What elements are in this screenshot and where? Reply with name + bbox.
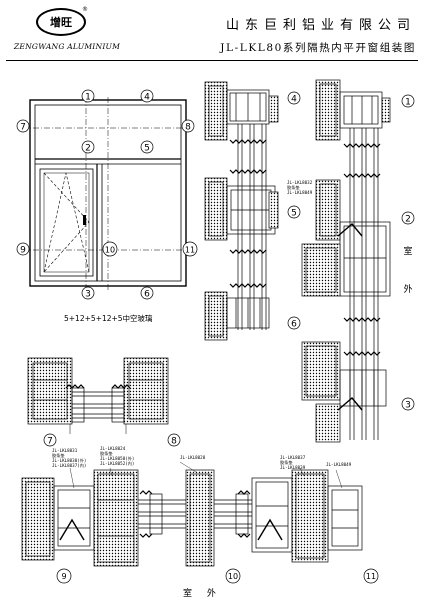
callout-8: 8 bbox=[181, 119, 195, 133]
window-elevation bbox=[22, 97, 194, 290]
part-label: 胶条垫 bbox=[100, 451, 113, 456]
svg-text:11: 11 bbox=[366, 572, 376, 581]
profile-middle bbox=[204, 177, 228, 241]
opening-direction bbox=[43, 172, 90, 273]
part-label-group-mullion: JL-LKL8024 胶条垫 JL-LKL8050(外) JL-LKL8052(… bbox=[100, 446, 134, 466]
callout-2: 2 bbox=[81, 140, 95, 154]
part-label: 胶条垫 bbox=[52, 453, 65, 458]
callout-9: 9 bbox=[16, 242, 30, 256]
svg-text:7: 7 bbox=[20, 123, 26, 133]
svg-text:6: 6 bbox=[144, 290, 150, 300]
part-label: JL-LKL8031 bbox=[52, 448, 78, 453]
part-label: JL-LKL8037 bbox=[280, 455, 306, 460]
callout-11: 11 bbox=[363, 568, 379, 584]
part-label-group-9: JL-LKL8031 胶条垫 JL-LKL8030(外) JL-LKL8037(… bbox=[52, 448, 86, 468]
horizontal-section-9-10-11 bbox=[21, 461, 363, 567]
frame-bottom bbox=[301, 341, 341, 401]
company-name: 山东巨利铝业有限公司 bbox=[225, 18, 416, 33]
part-label: JL-LKL8049 bbox=[287, 190, 313, 195]
svg-text:9: 9 bbox=[61, 572, 66, 581]
svg-text:4: 4 bbox=[144, 93, 150, 103]
part-label-group-10: JL-LKL8037 胶条垫 JL-LKL8039 bbox=[280, 455, 305, 470]
hardware-bracket bbox=[337, 223, 363, 237]
callout-5: 5 bbox=[287, 205, 301, 219]
logo-subtitle: ZENGWANG ALUMINIUM bbox=[13, 42, 121, 51]
callout-9: 9 bbox=[56, 568, 72, 584]
part-label: JL-LKL8024 bbox=[100, 446, 126, 451]
company-logo: 增旺 ® ZENGWANG ALUMINIUM bbox=[8, 6, 126, 58]
header-divider bbox=[6, 60, 418, 61]
part-label: 胶条垫 bbox=[287, 185, 300, 190]
svg-text:3: 3 bbox=[405, 401, 411, 411]
drawing-title: JL-LKL80系列隔热内平开窗组装图 bbox=[220, 42, 416, 54]
elevation-callouts: 1 4 7 8 2 5 9 10 11 3 6 bbox=[16, 89, 198, 300]
callout-3: 3 bbox=[81, 286, 95, 300]
horizontal-section-7-8 bbox=[27, 357, 169, 434]
logo-mark: 增旺 bbox=[36, 8, 86, 36]
callout-10: 10 bbox=[225, 568, 241, 584]
svg-text:2: 2 bbox=[85, 144, 91, 154]
section-7-8-callouts: 7 8 bbox=[43, 433, 181, 447]
profile-bottom bbox=[204, 291, 228, 341]
svg-text:11: 11 bbox=[185, 246, 195, 255]
svg-text:8: 8 bbox=[171, 437, 177, 447]
svg-text:8: 8 bbox=[185, 123, 191, 133]
part-label: JL-LKL8050(外) bbox=[100, 456, 135, 461]
part-label: 胶条垫 bbox=[280, 460, 293, 465]
svg-text:10: 10 bbox=[105, 246, 115, 255]
callout-4: 4 bbox=[140, 89, 154, 103]
part-label: JL-LKL8037(内) bbox=[52, 463, 87, 468]
svg-text:2: 2 bbox=[405, 215, 411, 225]
callout-11: 11 bbox=[182, 241, 198, 257]
callout-7: 7 bbox=[16, 119, 30, 133]
part-label: JL-LKL8049 bbox=[326, 462, 352, 467]
callout-2: 2 bbox=[401, 211, 415, 225]
handle-icon bbox=[83, 215, 86, 225]
opening-sash bbox=[39, 168, 94, 277]
frame-top bbox=[315, 79, 341, 141]
callout-4: 4 bbox=[287, 91, 301, 105]
vertical-section-right-column bbox=[301, 79, 391, 443]
callout-3: 3 bbox=[401, 397, 415, 411]
svg-text:6: 6 bbox=[291, 320, 297, 330]
callout-10: 10 bbox=[102, 241, 118, 257]
callout-5: 5 bbox=[140, 140, 154, 154]
profile-top bbox=[204, 81, 228, 141]
room-outside-label: 室 外 bbox=[183, 589, 222, 599]
room-side-label: 室 bbox=[403, 247, 413, 257]
svg-text:9: 9 bbox=[20, 246, 26, 256]
callout-1: 1 bbox=[81, 89, 95, 103]
part-label: JL-LKL8039 bbox=[280, 465, 306, 470]
part-label: JL-LKL8028 bbox=[180, 455, 206, 460]
part-label: JL-LKL8032 bbox=[287, 180, 313, 185]
glass-spec-note: 5+12+5+12+5中空玻璃 bbox=[64, 314, 153, 323]
svg-text:5: 5 bbox=[144, 144, 150, 154]
part-label: JL-LKL8030(外) bbox=[52, 458, 87, 463]
callout-7: 7 bbox=[43, 433, 57, 447]
svg-text:7: 7 bbox=[47, 437, 53, 447]
vertical-section-left-column bbox=[204, 81, 279, 341]
registered-mark: ® bbox=[82, 6, 88, 13]
outside-label: 外 bbox=[403, 285, 413, 295]
svg-text:5: 5 bbox=[291, 209, 297, 219]
callout-6: 6 bbox=[287, 316, 301, 330]
part-label-group-11: JL-LKL8049 bbox=[326, 462, 351, 467]
svg-text:1: 1 bbox=[85, 93, 91, 103]
part-label: JL-LKL8052(内) bbox=[100, 461, 135, 466]
part-label-group-center: JL-LKL8028 bbox=[180, 455, 205, 460]
svg-text:4: 4 bbox=[291, 95, 297, 105]
callout-6: 6 bbox=[140, 286, 154, 300]
section-right-callouts: 4 5 6 1 2 3 bbox=[287, 91, 415, 411]
frame-middle bbox=[315, 179, 341, 241]
callout-8: 8 bbox=[167, 433, 181, 447]
svg-text:3: 3 bbox=[85, 290, 91, 300]
svg-text:1: 1 bbox=[405, 98, 411, 108]
callout-1: 1 bbox=[401, 94, 415, 108]
part-label-group-right: JL-LKL8032 胶条垫 JL-LKL8049 bbox=[287, 180, 312, 195]
section-9-10-11-callouts: 9 10 11 bbox=[56, 568, 379, 584]
svg-text:10: 10 bbox=[228, 572, 238, 581]
